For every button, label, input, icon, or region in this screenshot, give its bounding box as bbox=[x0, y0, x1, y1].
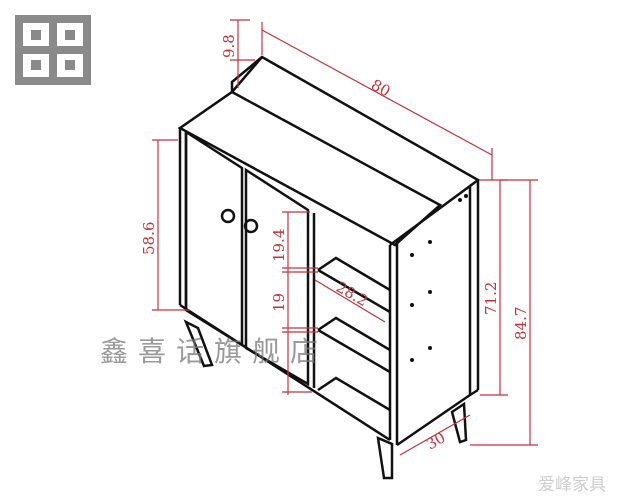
dim-width: 80 bbox=[368, 76, 393, 101]
dim-door-height: 58.6 bbox=[140, 222, 158, 255]
dim-shelf-depth: 28.2 bbox=[333, 278, 371, 310]
dim-total-height: 84.7 bbox=[512, 307, 530, 340]
dim-backsplash-height: 9.8 bbox=[220, 34, 238, 58]
cabinet-outline bbox=[177, 55, 481, 480]
store-watermark: 鑫喜话旗舰店 bbox=[100, 335, 329, 368]
dim-upper-shelf-gap: 19.4 bbox=[270, 229, 288, 262]
dimension-lines bbox=[152, 19, 538, 456]
brand-watermark: 爱峰家具 bbox=[538, 475, 606, 495]
dim-middle-shelf-gap: 19 bbox=[270, 293, 288, 312]
dim-depth: 30 bbox=[423, 428, 449, 453]
brand-logo bbox=[15, 15, 91, 85]
dim-body-height: 71.2 bbox=[482, 282, 500, 315]
